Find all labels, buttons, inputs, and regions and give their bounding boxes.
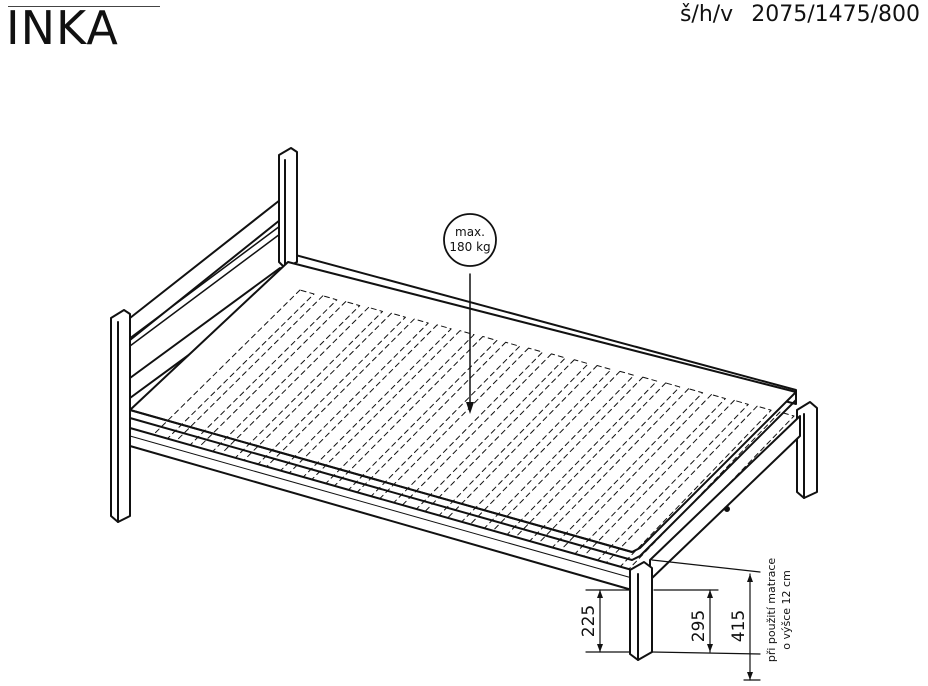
slat: [513, 382, 681, 544]
dimension-lines: [585, 559, 761, 681]
slat: [490, 376, 658, 538]
slat: [444, 365, 612, 525]
slat: [467, 370, 635, 532]
load-badge-line1: max.: [455, 225, 485, 239]
headboard-left-post: [110, 309, 131, 523]
dimension-arrowheads: [597, 574, 753, 680]
dim-295-label: 295: [689, 610, 709, 642]
slat: [421, 359, 589, 519]
front-leg: [629, 561, 653, 661]
slat: [558, 394, 726, 556]
overall-dimensions: š/h/v 2075/1475/800: [662, 0, 920, 30]
slat: [376, 347, 544, 507]
load-arrow: [466, 273, 474, 414]
slat: [398, 353, 566, 513]
title-rule: [8, 6, 160, 7]
headboard-right-post: [278, 147, 298, 269]
dimensions-label: š/h/v: [679, 2, 734, 27]
back-right-leg: [796, 401, 818, 499]
dim-415-label: 415: [729, 610, 749, 642]
load-badge: [443, 213, 497, 267]
mattress-note-line1: při použití matrace: [765, 558, 778, 663]
slat: [353, 341, 521, 501]
slat: [536, 388, 704, 550]
dim-225-label: 225: [579, 605, 599, 637]
slat: [581, 399, 749, 563]
mattress-note-line2: o výšce 12 cm: [780, 570, 793, 650]
dimensions-value: 2075/1475/800: [751, 2, 920, 27]
product-title: INKA: [6, 1, 119, 55]
load-badge-line2: 180 kg: [449, 240, 490, 254]
